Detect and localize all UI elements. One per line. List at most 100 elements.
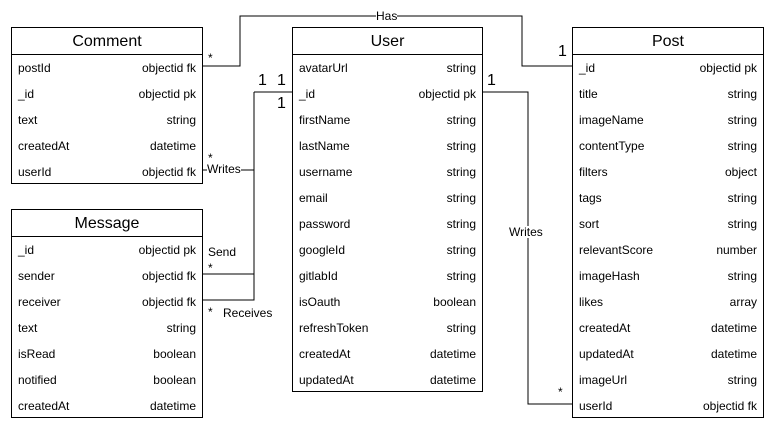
field-type: object: [724, 165, 757, 179]
field-row: createdAt datetime: [12, 133, 202, 159]
field-name: _id: [579, 61, 596, 75]
field-name: text: [18, 113, 38, 127]
field-name: title: [579, 87, 598, 101]
field-name: _id: [18, 87, 35, 101]
receives-label: Receives: [223, 306, 273, 320]
field-type: string: [446, 61, 476, 75]
user-cardinality-3: 1: [277, 95, 286, 112]
comment-fields: postId objectid fk _id objectid pk text strin…: [12, 55, 202, 185]
field-name: password: [299, 217, 351, 231]
field-type: datetime: [149, 399, 196, 413]
field-type: array: [729, 295, 757, 309]
field-row: refreshToken string: [293, 315, 482, 341]
post-writes-connector: [482, 91, 572, 405]
has-label: Has: [376, 9, 398, 23]
field-type: string: [446, 321, 476, 335]
has-post-cardinality: 1: [558, 43, 567, 60]
field-type: objectid fk: [141, 295, 196, 309]
field-row: isOauth boolean: [293, 289, 482, 315]
field-name: imageName: [579, 113, 644, 127]
field-row: postId objectid fk: [12, 55, 202, 81]
field-name: receiver: [18, 295, 61, 309]
field-name: avatarUrl: [299, 61, 348, 75]
send-cardinality: *: [208, 261, 213, 275]
field-name: createdAt: [18, 399, 70, 413]
has-comment-cardinality: *: [208, 51, 213, 65]
field-type: string: [446, 165, 476, 179]
field-name: createdAt: [579, 321, 631, 335]
field-type: boolean: [153, 347, 196, 361]
post-writes-label: Writes: [509, 225, 543, 239]
field-type: string: [446, 113, 476, 127]
field-name: updatedAt: [579, 347, 634, 361]
field-name: postId: [18, 61, 51, 75]
field-type: string: [446, 243, 476, 257]
field-type: boolean: [433, 295, 476, 309]
field-row: receiver objectid fk: [12, 289, 202, 315]
user-cardinality-2: 1: [277, 72, 286, 89]
field-type: string: [727, 217, 757, 231]
field-name: _id: [18, 243, 35, 257]
field-name: text: [18, 321, 38, 335]
field-row: _id objectid pk: [12, 81, 202, 107]
field-type: boolean: [153, 373, 196, 387]
field-type: string: [727, 139, 757, 153]
field-row: googleId string: [293, 237, 482, 263]
receives-cardinality: *: [208, 305, 213, 319]
field-name: username: [299, 165, 353, 179]
field-type: objectid fk: [702, 399, 757, 413]
send-label: Send: [208, 245, 237, 259]
field-name: isRead: [18, 347, 56, 361]
field-type: objectid pk: [138, 87, 196, 101]
field-name: imageUrl: [579, 373, 628, 387]
comment-writes-cardinality: *: [208, 151, 213, 165]
field-name: _id: [299, 87, 316, 101]
field-type: datetime: [149, 139, 196, 153]
field-row: createdAt datetime: [573, 315, 763, 341]
post-writes-user-cardinality: 1: [487, 72, 496, 89]
field-name: updatedAt: [299, 373, 354, 387]
comment-writes-label: Writes: [207, 162, 241, 176]
field-type: string: [166, 113, 196, 127]
field-name: isOauth: [299, 295, 341, 309]
field-row: avatarUrl string: [293, 55, 482, 81]
field-type: objectid pk: [418, 87, 476, 101]
field-row: password string: [293, 211, 482, 237]
field-type: objectid fk: [141, 61, 196, 75]
field-type: string: [446, 269, 476, 283]
field-name: tags: [579, 191, 602, 205]
field-name: lastName: [299, 139, 350, 153]
field-name: createdAt: [18, 139, 70, 153]
field-row: text string: [12, 107, 202, 133]
field-name: notified: [18, 373, 57, 387]
field-type: string: [446, 217, 476, 231]
field-row: isRead boolean: [12, 341, 202, 367]
field-type: objectid fk: [141, 165, 196, 179]
field-row: imageName string: [573, 107, 763, 133]
field-type: objectid pk: [138, 243, 196, 257]
field-type: string: [727, 113, 757, 127]
field-type: datetime: [710, 321, 757, 335]
field-name: googleId: [299, 243, 346, 257]
user-cardinality-1: 1: [258, 72, 267, 89]
field-row: _id objectid pk: [293, 81, 482, 107]
field-name: refreshToken: [299, 321, 369, 335]
